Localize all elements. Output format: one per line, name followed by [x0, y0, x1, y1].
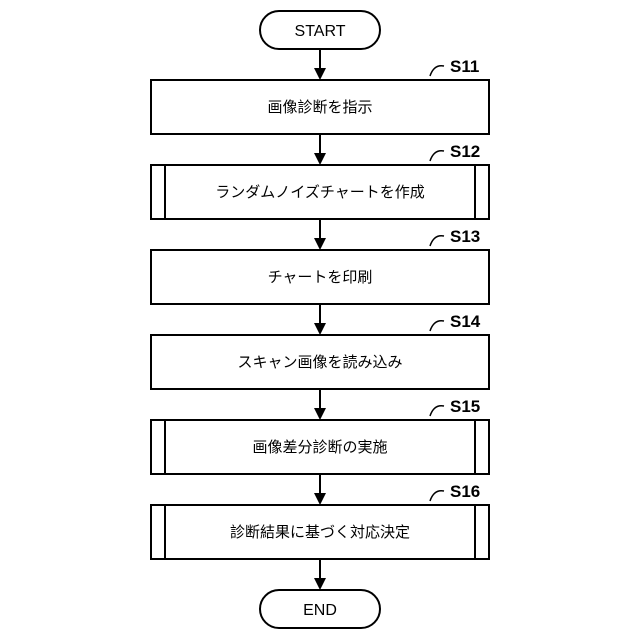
- arrow-s13-s14: [314, 304, 326, 335]
- arrow-s16-end: [314, 559, 326, 590]
- step-s14-leader: [430, 321, 444, 331]
- start-label: START: [295, 23, 346, 40]
- step-s15-id: S15: [450, 397, 480, 416]
- end-label: END: [303, 602, 337, 619]
- start-terminal: START: [260, 11, 380, 49]
- step-s11-id: S11: [450, 57, 479, 76]
- step-s11-text: 画像診断を指示: [267, 99, 372, 116]
- step-s12-text: ランダムノイズチャートを作成: [215, 184, 424, 201]
- arrow-s15-s16: [314, 474, 326, 505]
- step-s16-leader: [430, 491, 444, 501]
- step-s12-id: S12: [450, 142, 480, 161]
- step-s16-id: S16: [450, 482, 480, 501]
- step-s13-id: S13: [450, 227, 480, 246]
- step-s15-leader: [430, 406, 444, 416]
- arrow-s11-s12: [314, 134, 326, 165]
- step-s16-text: 診断結果に基づく対応決定: [230, 524, 410, 541]
- step-s11-leader: [430, 66, 444, 76]
- step-s15-text: 画像差分診断の実施: [252, 439, 387, 456]
- step-s12-leader: [430, 151, 444, 161]
- arrow-s14-s15: [314, 389, 326, 420]
- step-s13-leader: [430, 236, 444, 246]
- arrow-start-s11: [314, 49, 326, 80]
- step-s14-text: スキャン画像を読み込み: [237, 354, 402, 371]
- step-s13-text: チャートを印刷: [268, 269, 373, 286]
- end-terminal: END: [260, 590, 380, 628]
- arrow-s12-s13: [314, 219, 326, 250]
- step-s14-id: S14: [450, 312, 481, 331]
